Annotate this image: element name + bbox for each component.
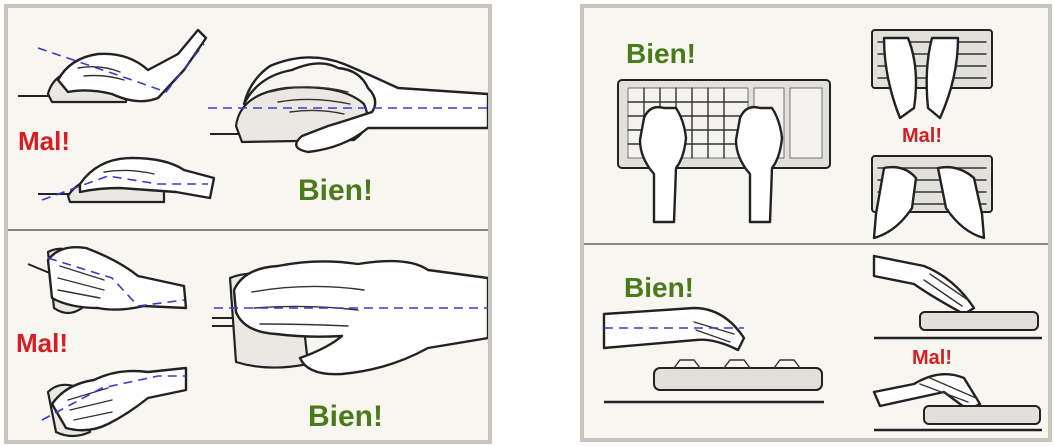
bent-wrist-mouse-icon [18,30,206,102]
keyboard-posture-illustration [584,8,1048,438]
right-label-bottom: Bien! [308,402,383,432]
wrong-label-top: Mal! [18,128,70,154]
keyboard-posture-panel: Bien! Mal! Bien! Mal! [580,4,1052,442]
twisted-hand-mouse-icon [42,368,186,436]
wrong-hands-keyboard-lower-icon [872,156,992,238]
right-label-keyboard-bottom: Bien! [624,274,694,302]
flat-hand-mouse-icon [38,158,214,202]
right-label-keyboard-top: Bien! [626,40,696,68]
wrong-hands-keyboard-upper-icon [872,30,992,118]
mouse-posture-illustration [8,8,488,440]
wrong-label-keyboard-bottom: Mal! [912,348,952,368]
wrong-wrist-typing-upper-icon [874,256,1042,338]
correct-hands-keyboard-icon [618,80,830,222]
correct-wrist-typing-icon [604,308,824,402]
right-label-top: Bien! [298,176,373,206]
neutral-hand-mouse-icon [208,57,488,152]
wrong-label-bottom: Mal! [16,330,68,356]
rotated-hand-mouse-icon [28,247,186,313]
mouse-posture-panel: Mal! Bien! Mal! Bien! [4,4,492,444]
correct-hand-mouse-icon [212,261,488,374]
wrong-label-keyboard-top: Mal! [902,126,942,146]
wrong-wrist-typing-lower-icon [874,374,1042,430]
